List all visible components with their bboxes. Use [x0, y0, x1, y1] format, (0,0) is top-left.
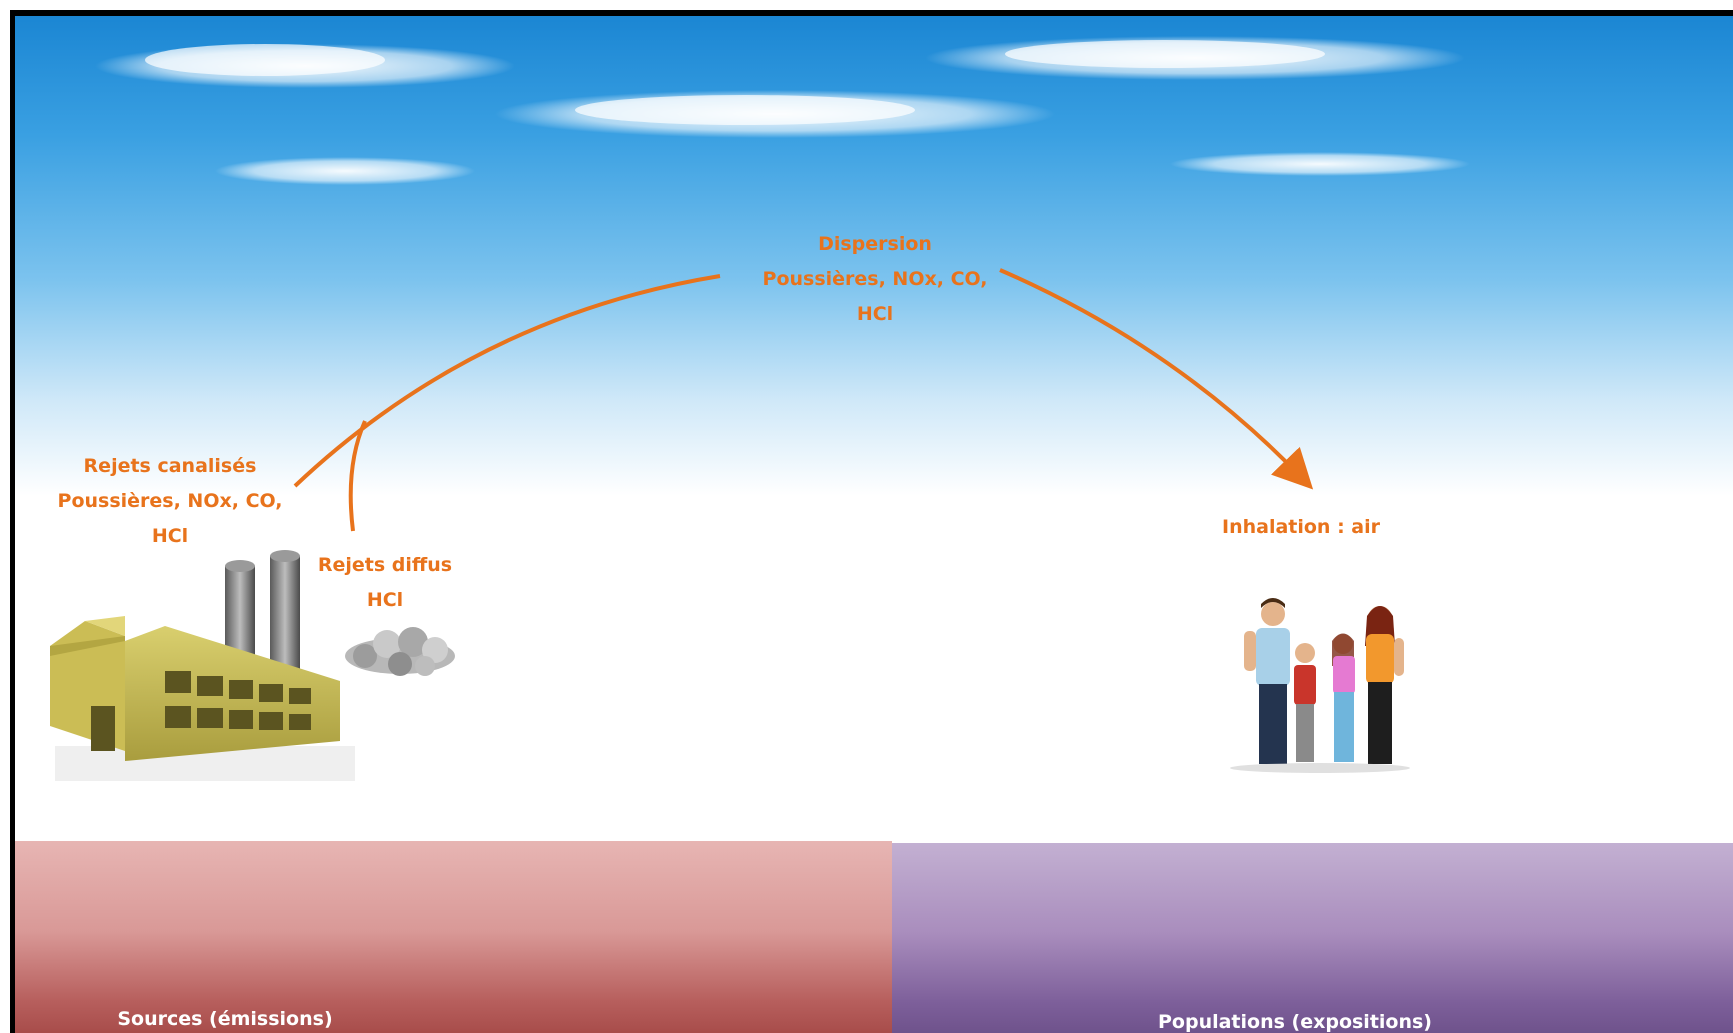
cloud-icon: [925, 36, 1465, 80]
diagram-frame: Dispersion Poussières, NOx, CO, HCl Reje…: [10, 10, 1733, 1033]
dispersion-arrow: [1000, 270, 1302, 478]
diffus-pollutants: HCl: [315, 583, 455, 618]
family-icon: [1230, 598, 1410, 773]
populations-label: Populations (expositions): [1140, 1011, 1450, 1033]
cloud-icon: [495, 90, 1055, 138]
diffus-title: Rejets diffus: [315, 548, 455, 583]
dispersion-label: Dispersion Poussières, NOx, CO, HCl: [760, 227, 990, 332]
dispersion-title: Dispersion: [760, 227, 990, 262]
canalises-title: Rejets canalisés: [55, 449, 285, 484]
sources-label: Sources (émissions): [95, 1008, 355, 1030]
canalises-pollutants: Poussières, NOx, CO, HCl: [55, 484, 285, 554]
dispersion-pollutants: Poussières, NOx, CO, HCl: [760, 262, 990, 332]
cloud-icon: [215, 157, 475, 185]
factory-icon: [50, 550, 355, 781]
dust-cloud-icon: [345, 627, 455, 676]
cloud-icon: [1170, 152, 1470, 176]
canalises-label: Rejets canalisés Poussières, NOx, CO, HC…: [55, 449, 285, 554]
habitants-label: Habitants, adultes, enfants: [1205, 783, 1395, 827]
inhalation-label: Inhalation : air: [1201, 510, 1401, 545]
emission-arc-arrow: [295, 276, 720, 486]
cloud-icon: [95, 44, 515, 88]
diffus-label: Rejets diffus HCl: [315, 548, 455, 618]
